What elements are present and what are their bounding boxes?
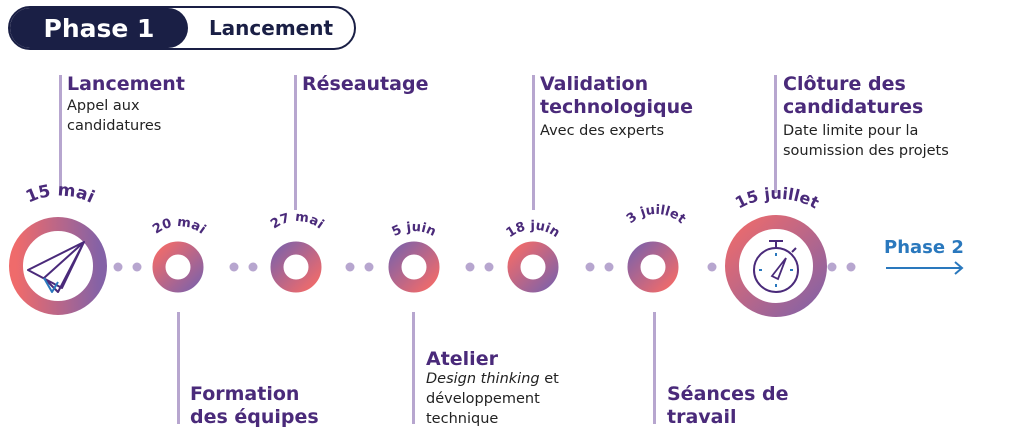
- timeline-dot: [827, 262, 837, 272]
- connector-3: [294, 75, 297, 210]
- milestone-subtitle-7: Date limite pour la soumission des proje…: [783, 123, 949, 159]
- svg-text:5 juin: 5 juin: [390, 220, 439, 240]
- arrow-right-icon: [886, 261, 964, 275]
- milestone-title-5: Validation technologique: [540, 73, 694, 118]
- timeline-dot: [364, 262, 374, 272]
- connector-7: [774, 75, 777, 193]
- subtitle-italic: Design thinking: [426, 371, 540, 387]
- svg-text:15 juillet: 15 juillet: [732, 184, 823, 213]
- timeline-dot: [132, 262, 142, 272]
- milestone-subtitle-1: Appel aux candidatures: [67, 98, 162, 134]
- milestone-subtitle-5: Avec des experts: [540, 123, 665, 139]
- connector-5: [532, 75, 535, 210]
- milestone-subtitle-4: Design thinking et développement techniq…: [426, 369, 576, 429]
- milestone-date-5: 18 juin: [504, 219, 563, 241]
- timeline-dot: [604, 262, 614, 272]
- next-phase-link[interactable]: Phase 2: [884, 237, 964, 258]
- milestone-title-7: Clôture des candidatures: [783, 73, 924, 118]
- milestone-date-2: 20 mai: [150, 215, 208, 238]
- milestone-circle-2: [152, 241, 204, 293]
- timeline-dot: [229, 262, 239, 272]
- milestone-title-1: Lancement: [67, 73, 185, 95]
- connector-4: [412, 312, 415, 424]
- svg-text:3 juillet: 3 juillet: [624, 203, 688, 227]
- milestone-date-1: 15 mai: [23, 180, 97, 207]
- connector-1: [59, 75, 62, 193]
- phase-header: Phase 1 Lancement: [8, 6, 356, 50]
- connector-6: [653, 312, 656, 424]
- timeline-dot: [248, 262, 258, 272]
- phase-name: Lancement: [208, 16, 334, 40]
- milestone-title-4: Atelier: [426, 348, 498, 370]
- connector-2: [177, 312, 180, 424]
- stopwatch-icon: [753, 240, 799, 293]
- milestone-circle-6: [627, 241, 679, 293]
- milestone-title-2: Formation des équipes: [190, 383, 319, 428]
- milestone-title-6: Séances de travail: [667, 383, 789, 428]
- milestone-circle-5: [507, 241, 559, 293]
- milestone-circle-7: [725, 215, 827, 317]
- timeline-dot: [465, 262, 475, 272]
- phase-label: Phase 1: [10, 8, 188, 48]
- svg-text:18 juin: 18 juin: [504, 219, 563, 241]
- timeline-dots: [113, 262, 856, 272]
- timeline-dot: [846, 262, 856, 272]
- milestone-date-6: 3 juillet: [624, 203, 688, 227]
- timeline-dot: [585, 262, 595, 272]
- milestone-date-7: 15 juillet: [732, 184, 823, 213]
- milestone-title-3: Réseautage: [302, 73, 429, 95]
- milestone-date-3: 27 mai: [268, 210, 326, 233]
- timeline-dot: [484, 262, 494, 272]
- milestone-circle-4: [388, 241, 440, 293]
- svg-text:27 mai: 27 mai: [268, 210, 326, 233]
- svg-text:20 mai: 20 mai: [150, 215, 208, 238]
- milestone-circle-3: [270, 241, 322, 293]
- timeline-dot: [113, 262, 123, 272]
- svg-text:15 mai: 15 mai: [23, 180, 97, 207]
- milestone-circle-1: [9, 217, 107, 315]
- paper-plane-icon: [27, 241, 85, 293]
- milestone-date-4: 5 juin: [390, 220, 439, 240]
- timeline-dot: [707, 262, 717, 272]
- timeline-dot: [345, 262, 355, 272]
- subtitle-rest: et développement technique: [426, 371, 559, 427]
